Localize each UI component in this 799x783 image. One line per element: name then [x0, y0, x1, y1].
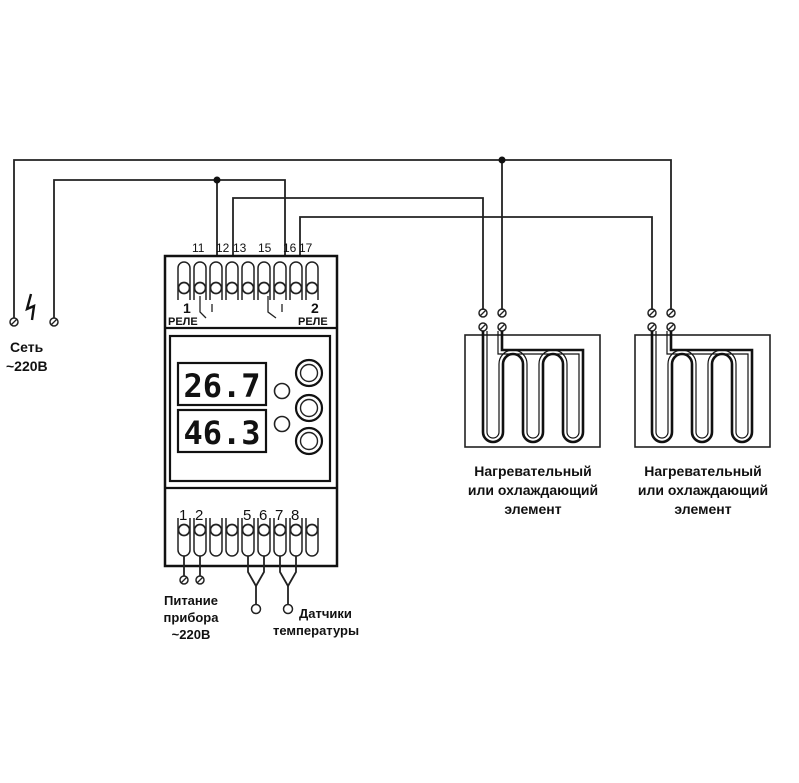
control-button-3[interactable]: [294, 426, 324, 456]
display-1-value: 26.7: [183, 367, 260, 405]
relay-1-label: РЕЛЕ: [168, 316, 198, 328]
element-2-label-line1: Нагревательный: [644, 463, 761, 479]
bottom-terminal-block: [177, 518, 319, 557]
relay-2-number: 2: [311, 300, 319, 316]
terminal-7-label: 7: [275, 507, 283, 524]
power-wires: [179, 556, 205, 585]
display-2: 46.3: [176, 408, 268, 454]
terminal-1-label: 1: [179, 507, 187, 524]
heating-element-2: [634, 308, 771, 448]
element-1-label-line2: или охлаждающий: [468, 482, 598, 498]
terminal-15-label: 15: [258, 241, 272, 255]
element-1-label-line3: элемент: [504, 501, 561, 517]
control-button-1[interactable]: [294, 358, 324, 388]
heating-element-1: [464, 308, 601, 448]
terminal-12-label: 12: [216, 241, 230, 255]
terminal-11-label: 11: [192, 241, 205, 255]
sensor-2: [279, 556, 297, 615]
power-label-line3: ~220В: [172, 627, 211, 642]
terminal-17-label: 17: [299, 241, 313, 255]
top-terminal-block: [177, 261, 319, 300]
sensors-label-line2: температуры: [273, 623, 359, 638]
sensor-1: [247, 556, 265, 615]
relay-2-label: РЕЛЕ: [298, 316, 328, 328]
terminal-13-label: 13: [233, 241, 247, 255]
power-label-line1: Питание: [164, 593, 218, 608]
terminal-16-label: 16: [283, 241, 297, 255]
element-2-label-line3: элемент: [674, 501, 731, 517]
terminal-8-label: 8: [291, 507, 299, 524]
power-label-line2: прибора: [164, 610, 220, 625]
network-wires: [13, 156, 672, 318]
terminal-2-label: 2: [195, 507, 203, 524]
network-terminal-1: [9, 317, 19, 327]
relay-1-number: 1: [183, 300, 191, 316]
indicator-led-1: [273, 382, 291, 400]
relay-2-contact: [267, 296, 283, 319]
terminal-5-label: 5: [243, 507, 251, 524]
indicator-led-2: [273, 415, 291, 433]
display-2-value: 46.3: [183, 414, 260, 452]
relay-1-contact: [199, 296, 213, 319]
sensors-label-line1: Датчики: [299, 606, 352, 621]
lightning-icon: [25, 293, 36, 321]
network-label-line2: ~220В: [6, 358, 48, 374]
element-1-label-line1: Нагревательный: [474, 463, 591, 479]
control-button-2[interactable]: [294, 393, 324, 423]
terminal-6-label: 6: [259, 507, 267, 524]
network-terminal-2: [49, 317, 59, 327]
network-label-line1: Сеть: [10, 339, 44, 355]
element-2-label-line2: или охлаждающий: [638, 482, 768, 498]
display-1: 26.7: [176, 361, 268, 407]
